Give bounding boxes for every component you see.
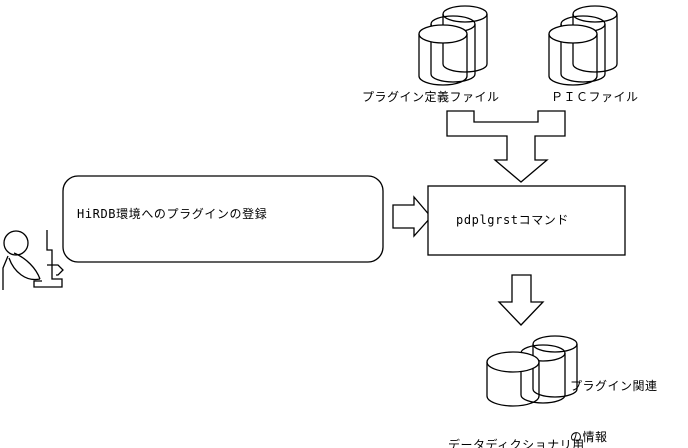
pic-file-icon <box>548 5 618 86</box>
registration-process-label: HiRDB環境へのプラグインの登録 <box>77 207 268 221</box>
plugin-related-info-line2: の情報 <box>570 430 608 444</box>
registration-process-box <box>62 175 384 263</box>
terminal-desk-icon <box>33 230 64 288</box>
process-to-command-arrow <box>392 195 432 238</box>
plugin-related-info-line1: プラグイン関連 <box>570 379 658 393</box>
operator-figure-icon <box>2 230 41 290</box>
data-dictionary-rdarea-line1: データディクショナリ用 <box>448 438 585 448</box>
command-to-rdarea-arrow <box>497 274 545 326</box>
plugin-definition-file-label: プラグイン定義ファイル <box>362 90 500 104</box>
command-box <box>427 185 626 256</box>
pic-file-label: ＰＩＣファイル <box>551 90 639 104</box>
plugin-related-info-label: プラグイン関連 の情報 <box>570 344 658 448</box>
data-dictionary-rdarea-icon <box>486 335 578 407</box>
command-label: pdplgrstコマンド <box>456 213 569 227</box>
plugin-definition-file-icon <box>418 5 488 86</box>
stroke-group <box>2 5 626 407</box>
merge-arrow-to-command <box>446 110 566 183</box>
data-dictionary-rdarea-label: データディクショナリ用 ＲＤエリア <box>448 403 585 448</box>
